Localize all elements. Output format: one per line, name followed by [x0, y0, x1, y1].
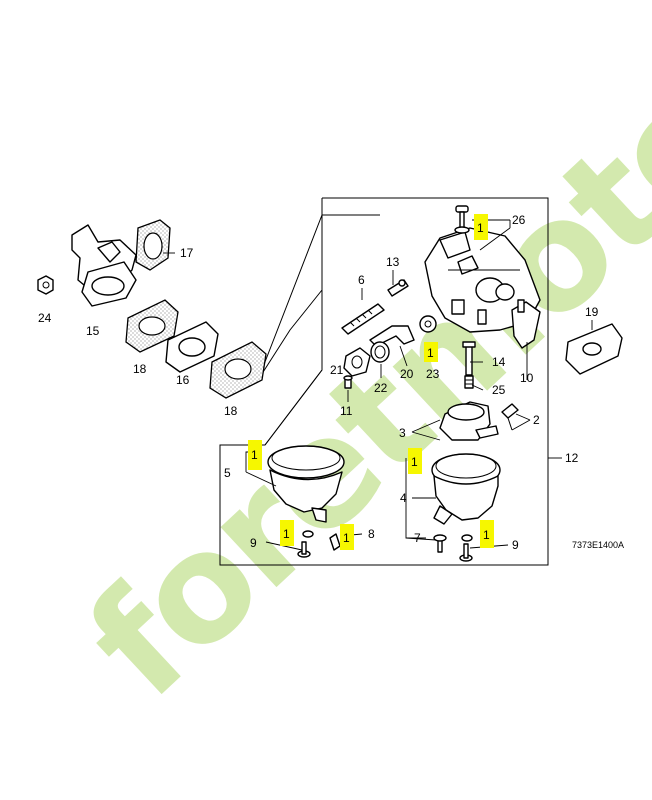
qty-badge-23: 1 [424, 342, 438, 362]
callout-9-left: 9 [250, 536, 257, 550]
callout-15: 15 [86, 324, 100, 338]
jet-25 [464, 375, 474, 389]
svg-text:1: 1 [477, 221, 484, 235]
qty-badge-4: 1 [408, 448, 422, 474]
callout-26: 26 [512, 213, 526, 227]
svg-text:1: 1 [411, 455, 418, 469]
svg-text:1: 1 [251, 448, 258, 462]
screw-26 [454, 205, 470, 234]
callout-2: 2 [533, 413, 540, 427]
qty-badge-26: 1 [474, 214, 488, 240]
svg-text:1: 1 [343, 531, 350, 545]
gasket-17 [135, 219, 171, 271]
leader-lines [163, 219, 593, 551]
callout-11: 11 [340, 404, 353, 418]
bolt-7 [433, 534, 447, 553]
callout-25: 25 [492, 383, 506, 397]
callout-6: 6 [358, 273, 365, 287]
qty-badge-8: 1 [340, 524, 354, 550]
float-bowl-4 [431, 453, 501, 525]
callout-14: 14 [492, 355, 506, 369]
needle-2 [501, 403, 519, 431]
callout-8: 8 [368, 527, 375, 541]
washer-23 [419, 315, 437, 333]
gasket-18-right [209, 341, 267, 399]
svg-text:1: 1 [283, 527, 290, 541]
gasket-21 [343, 347, 371, 377]
callout-18-left: 18 [133, 362, 147, 376]
callout-23: 23 [426, 367, 440, 381]
plate-19 [565, 323, 623, 375]
qty-badge-5: 1 [248, 440, 262, 470]
callout-16: 16 [176, 373, 190, 387]
throttle-screw-6 [341, 303, 385, 335]
callout-24: 24 [38, 311, 52, 325]
bolt-9-right [459, 534, 473, 562]
screw-13 [387, 279, 409, 297]
float-bowl-5 [267, 445, 345, 523]
gasket-18-left [125, 299, 179, 353]
callout-9-right: 9 [512, 538, 519, 552]
svg-text:1: 1 [427, 346, 434, 360]
callout-13: 13 [386, 255, 400, 269]
callout-labels: 15 17 24 18 16 18 26 6 13 19 21 20 23 22… [38, 213, 599, 552]
callout-5: 5 [224, 466, 231, 480]
qty-badge-9-right: 1 [480, 520, 494, 548]
callout-4: 4 [400, 491, 407, 505]
svg-text:1: 1 [483, 528, 490, 542]
screw-11 [343, 375, 353, 389]
insulator-16 [165, 321, 219, 373]
callout-19: 19 [585, 305, 599, 319]
carburetor-body [424, 227, 541, 333]
assembly-frame [219, 197, 549, 566]
callout-21: 21 [330, 363, 344, 377]
callout-3: 3 [399, 426, 406, 440]
callout-17: 17 [180, 246, 194, 260]
callout-7: 7 [414, 531, 421, 545]
qty-badge-9-left: 1 [280, 520, 294, 546]
diagram-code: 7373E1400A [572, 540, 624, 550]
callout-20: 20 [400, 367, 414, 381]
nut-24 [37, 275, 54, 295]
washer-left [302, 530, 314, 538]
choke-lever-10 [511, 299, 541, 349]
ring-22 [370, 341, 390, 363]
callout-12: 12 [565, 451, 579, 465]
insulator-bracket-15 [71, 224, 137, 307]
callout-10: 10 [520, 371, 534, 385]
callout-22: 22 [374, 381, 388, 395]
nozzle-14 [462, 341, 476, 376]
float-3 [439, 401, 499, 441]
callout-18-right: 18 [224, 404, 238, 418]
quantity-badges: 1 1 1 1 1 1 1 [248, 214, 494, 550]
bolt-9-left [297, 541, 311, 558]
